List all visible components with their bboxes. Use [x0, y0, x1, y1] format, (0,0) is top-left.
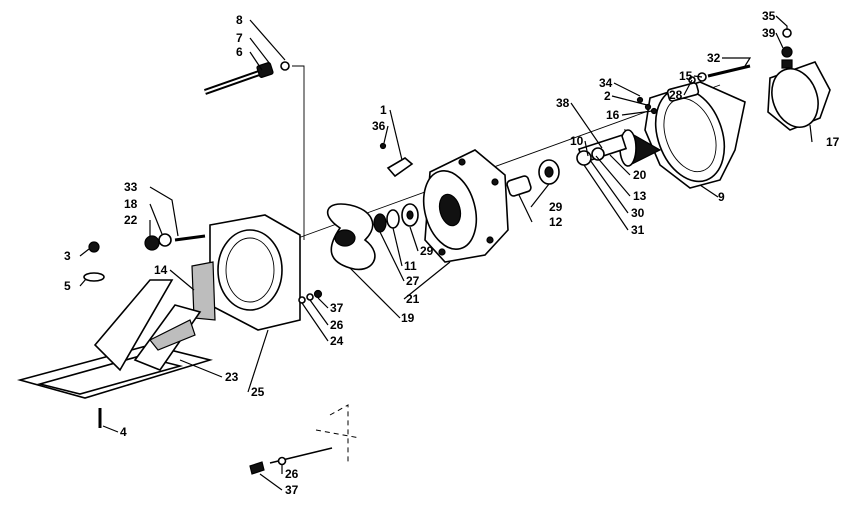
- callout-30: 30: [631, 206, 645, 220]
- control-cable-assembly: [204, 61, 290, 95]
- pin-34: [636, 96, 644, 104]
- callout-15: 15: [679, 69, 693, 83]
- callout-36: 36: [372, 119, 386, 133]
- callout-22: 22: [124, 213, 138, 227]
- callout-20: 20: [633, 168, 647, 182]
- callout-8: 8: [236, 13, 243, 27]
- callout-35: 35: [762, 9, 776, 23]
- callout-21: 21: [406, 292, 420, 306]
- bearing-29-upper: [538, 159, 560, 185]
- intake-grate-ride-plate: [16, 279, 213, 399]
- callout-5: 5: [64, 279, 71, 293]
- callout-34: 34: [599, 76, 613, 90]
- callout-37-lower: 37: [285, 483, 299, 497]
- washer-26: [306, 293, 314, 301]
- washer-5: [83, 272, 105, 282]
- callout-24: 24: [330, 334, 344, 348]
- washer-18: [158, 233, 172, 247]
- leader-lines: [79, 15, 813, 491]
- impeller: [326, 203, 376, 271]
- nut-22: [144, 235, 160, 251]
- cable-nut: [256, 62, 274, 78]
- callout-37-upper: 37: [330, 301, 344, 315]
- callout-1: 1: [380, 103, 387, 117]
- callout-12: 12: [549, 215, 563, 229]
- callout-33: 33: [124, 180, 138, 194]
- callout-25: 25: [251, 385, 265, 399]
- callout-13: 13: [633, 189, 647, 203]
- washer-24: [298, 296, 306, 304]
- pump-housing: [422, 149, 509, 263]
- seal-11: [386, 209, 400, 229]
- callout-19: 19: [401, 311, 415, 325]
- bolt-32: [707, 64, 751, 78]
- callout-4: 4: [120, 425, 127, 439]
- screw-37: [313, 289, 323, 299]
- spacer-12: [506, 175, 532, 197]
- callout-3: 3: [64, 249, 71, 263]
- callout-14: 14: [154, 263, 168, 277]
- cable-end-fitting: [280, 61, 290, 71]
- callout-labels: 35 39 32 15 28 34 2 16 38 8 7 6 1 36 10 …: [64, 9, 840, 497]
- bearing-bore: [406, 210, 414, 220]
- callout-29-upper: 29: [549, 200, 563, 214]
- pin-2: [644, 103, 652, 111]
- screw-37-detail: [249, 461, 265, 475]
- callout-18: 18: [124, 197, 138, 211]
- pin-16: [650, 107, 658, 115]
- callout-26-lower: 26: [285, 467, 299, 481]
- seal-27: [373, 213, 387, 233]
- callout-27: 27: [406, 274, 420, 288]
- nozzle-housing: [644, 81, 746, 189]
- callout-31: 31: [631, 223, 645, 237]
- callout-29-lower: 29: [420, 244, 434, 258]
- screw-head-icon: [782, 28, 792, 38]
- bracket-1: [386, 157, 414, 178]
- nozzle-pivot: [781, 59, 793, 69]
- callout-10: 10: [570, 134, 584, 148]
- intake-adapter-plate: [191, 214, 301, 331]
- callout-11: 11: [404, 259, 417, 273]
- callout-28: 28: [669, 88, 683, 102]
- callout-7: 7: [236, 31, 243, 45]
- screw-36: [379, 142, 387, 150]
- callout-39: 39: [762, 26, 776, 40]
- callout-26-upper: 26: [330, 318, 344, 332]
- callout-9: 9: [718, 190, 725, 204]
- steering-nozzle: [767, 59, 831, 131]
- cable-leader-line: [292, 65, 305, 240]
- callout-32: 32: [707, 51, 721, 65]
- callout-38: 38: [556, 96, 570, 110]
- callout-16: 16: [606, 108, 620, 122]
- gasket-14: [191, 261, 216, 321]
- washer-26-detail: [277, 456, 287, 466]
- nut-3: [88, 241, 100, 253]
- callout-23: 23: [225, 370, 239, 384]
- impeller-shaft-cone: [576, 128, 662, 167]
- nut-icon: [781, 46, 793, 58]
- lower-detail-view: [249, 404, 361, 475]
- callout-17: 17: [826, 135, 840, 149]
- callout-6: 6: [236, 45, 243, 59]
- stud-33: [174, 234, 206, 242]
- callout-2: 2: [604, 89, 611, 103]
